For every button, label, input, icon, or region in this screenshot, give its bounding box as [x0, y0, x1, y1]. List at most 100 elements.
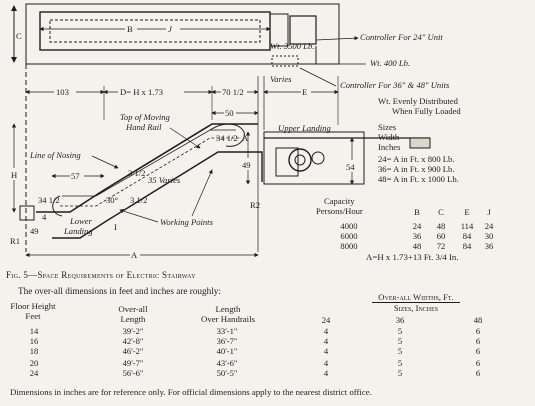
cell-handrails: 50'-5" — [216, 368, 238, 378]
cap-b: 36 — [412, 231, 422, 241]
cell-w36: 5 — [397, 346, 403, 356]
cap-b: 48 — [412, 241, 422, 251]
th-overall-1: Over-all — [118, 304, 148, 314]
footnote: Dimensions in inches are for reference o… — [10, 387, 372, 397]
dim-30deg: 30° — [106, 195, 119, 205]
cap-j: 36 — [484, 241, 494, 251]
weight-row-48: 48= A in Ft. x 1000 Lb. — [378, 174, 459, 184]
weight-line-2: When Fully Loaded — [392, 106, 461, 116]
figure-title: —Space Requirements of Electric Stairway — [28, 270, 196, 280]
th-handrails: Length Over Handrails — [186, 304, 270, 324]
dim-57: 57 — [71, 171, 80, 181]
cell-w24: 4 — [323, 336, 329, 346]
cell-handrails: 36'-7" — [216, 336, 238, 346]
label-working-points: Working Points — [160, 217, 214, 227]
dim-c: C — [16, 31, 22, 41]
cap-c: 60 — [436, 231, 446, 241]
figure-caption: Fig. 5—Space Requirements of Electric St… — [6, 270, 196, 280]
sizes-h1: Sizes — [378, 122, 397, 132]
dim-ang32: 3 1/2 — [130, 195, 147, 205]
dim-49-upper: 49 — [242, 160, 251, 170]
label-upper-landing: Upper Landing — [278, 123, 331, 133]
th-widths: Over-all Widths, Ft. Sizes, Inches — [318, 292, 514, 313]
capacity-formula: A=H x 1.73+13 Ft. 3/4 In. — [366, 252, 459, 262]
cell-w36: 5 — [397, 336, 403, 346]
cell-w48: 6 — [475, 368, 481, 378]
dim-a: A — [131, 250, 138, 260]
cell-floor: 16 — [29, 336, 39, 346]
label-handrail-1: Top of Moving — [120, 112, 171, 122]
cap-j: 30 — [484, 231, 494, 241]
cell-floor: 24 — [29, 368, 39, 378]
dim-34a: 34 1/2 — [216, 133, 238, 143]
cell-w36: 5 — [397, 358, 403, 368]
cell-w36: 5 — [397, 326, 403, 336]
th-widths-1: Over-all Widths, Ft. — [378, 292, 454, 302]
dim-d: D= H x 1.73 — [120, 87, 163, 97]
dim-r2: R2 — [250, 200, 260, 210]
cell-w48: 6 — [475, 336, 481, 346]
th-overall: Over-all Length — [104, 304, 162, 324]
th-widths-2: Sizes, Inches — [371, 302, 461, 313]
dim-e: E — [302, 87, 307, 97]
cap-persons: 8000 — [340, 241, 358, 251]
label-ctrl24: Controller For 24" Unit — [360, 32, 443, 42]
capacity-h1: Capacity — [324, 196, 355, 206]
label-wt3500: Wt. 3500 Lb. — [270, 41, 314, 51]
dim-h: H — [11, 170, 17, 180]
cell-w24: 4 — [323, 346, 329, 356]
sizes-h3: Inches — [378, 142, 401, 152]
th-size-48: 48 — [473, 315, 483, 325]
cell-floor: 18 — [29, 346, 39, 356]
dim-35-varies: 35 Varies — [147, 175, 181, 185]
sizes-header: Sizes Width Inches — [378, 122, 400, 152]
dim-70: 70 1/2 — [222, 87, 244, 97]
cell-handrails: 43'-6" — [216, 358, 238, 368]
weight-line-1: Wt. Evenly Distributed — [378, 96, 458, 106]
cell-floor: 14 — [29, 326, 39, 336]
cell-overall: 49'-7" — [122, 358, 144, 368]
dim-103: 103 — [56, 87, 69, 97]
dim-50: 50 — [225, 108, 234, 118]
dim-j: J — [168, 24, 173, 34]
escalator-space-diagram: C B J Wt. 3500 Lb. Wt. 400 Lb. Controlle… — [10, 3, 450, 260]
th-length-2: Over Handrails — [201, 314, 255, 324]
cap-col-c: C — [438, 207, 444, 217]
th-size-36: 36 — [395, 315, 405, 325]
cap-col-j: J — [487, 207, 491, 217]
cell-w48: 6 — [475, 326, 481, 336]
th-floor-1: Floor Height — [10, 301, 56, 311]
cell-w36: 5 — [397, 368, 403, 378]
th-length-1: Length — [215, 304, 241, 314]
cell-overall: 46'-2" — [122, 346, 144, 356]
cap-e: 114 — [460, 221, 474, 231]
weight-note: Wt. Evenly Distributed When Fully Loaded — [378, 96, 461, 116]
dim-i: I — [114, 222, 117, 232]
cap-persons: 6000 — [340, 231, 358, 241]
th-floor-2: Feet — [25, 311, 41, 321]
cell-w24: 4 — [323, 326, 329, 336]
label-wt400: Wt. 400 Lb. — [370, 58, 410, 68]
cell-handrails: 33'-1" — [216, 326, 238, 336]
cell-handrails: 40'-1" — [216, 346, 238, 356]
dim-54: 54 — [346, 162, 355, 172]
label-line-nosing: Line of Nosing — [29, 150, 81, 160]
dim-a-top: A — [242, 133, 249, 143]
cell-w24: 4 — [323, 358, 329, 368]
cap-c: 48 — [436, 221, 446, 231]
cell-overall: 42'-8" — [122, 336, 144, 346]
cap-e: 84 — [462, 231, 472, 241]
cell-overall: 39'-2" — [122, 326, 144, 336]
label-handrail-2: Hand Rail — [125, 122, 162, 132]
cap-c: 72 — [436, 241, 446, 251]
cap-col-e: E — [464, 207, 470, 217]
dim-4: 4 — [42, 212, 47, 222]
th-floor: Floor Height Feet — [4, 301, 62, 321]
weight-rows: 24= A in Ft. x 800 Lb. 36= A in Ft. x 90… — [378, 154, 459, 184]
cell-overall: 56'-6" — [122, 368, 144, 378]
dim-49-lower: 49 — [30, 226, 39, 236]
cell-w24: 4 — [323, 368, 329, 378]
dim-varies: Varies — [270, 74, 292, 84]
label-ctrl36: Controller For 36" & 48" Units — [340, 80, 450, 90]
weight-row-36: 36= A in Ft. x 900 Lb. — [378, 164, 455, 174]
